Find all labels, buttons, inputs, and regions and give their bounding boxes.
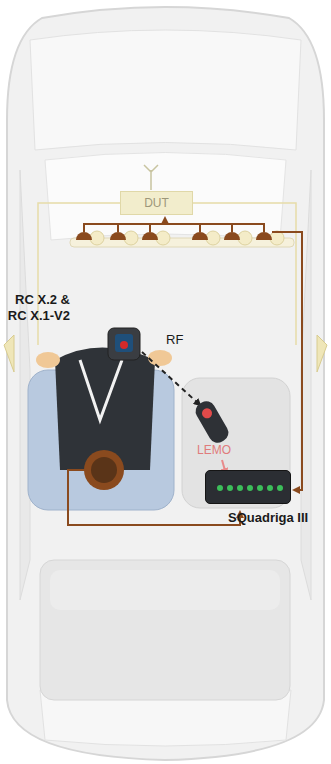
node-label: DUT (121, 192, 192, 214)
frontend-panel (206, 471, 292, 505)
node-label: SQuadriga III (228, 510, 308, 526)
node-label: RC X.2 & RC X.1-V2 (2, 292, 70, 323)
frontend-device: SQuadriga III (205, 470, 291, 504)
connector-label: LEMO (197, 443, 231, 457)
recorder-device: RC X.2 & RC X.1-V2 (108, 328, 140, 360)
device-box: DUT (120, 191, 193, 215)
signal-label: RF (166, 332, 183, 347)
